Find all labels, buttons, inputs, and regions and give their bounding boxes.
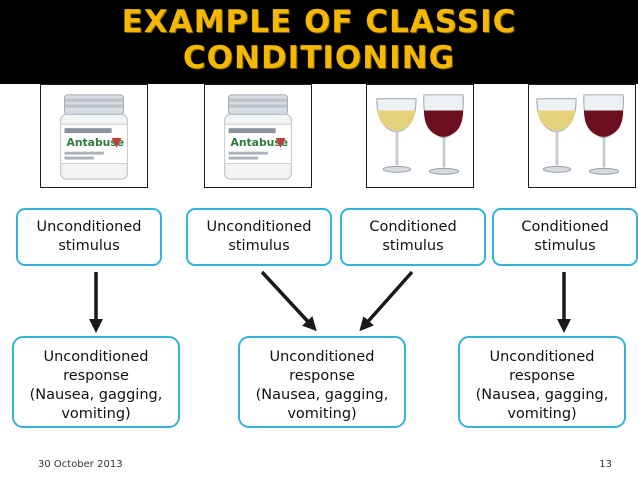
response-box-2-line-1: Unconditioned <box>269 349 375 365</box>
slide-title-line-1: EXAMPLE OF CLASSIC <box>121 4 517 40</box>
slide-title-line-2: CONDITIONING <box>182 40 456 76</box>
response-box-1: Unconditioned response (Nausea, gagging,… <box>12 336 180 428</box>
response-box-3-line-1: Unconditioned <box>489 349 595 365</box>
stimulus-box-3-line-2: stimulus <box>382 238 444 254</box>
response-box-3: Unconditioned response (Nausea, gagging,… <box>458 336 626 428</box>
response-box-2-line-3: (Nausea, gagging, <box>255 387 389 403</box>
response-box-2-line-2: response <box>289 368 355 384</box>
response-box-1-line-1: Unconditioned <box>43 349 149 365</box>
antabuse-bottle-icon: Antabuse <box>224 94 292 180</box>
arrow-diagonal-right <box>260 270 317 332</box>
antabuse-bottle-icon: Antabuse <box>60 94 128 180</box>
slide-page-number: 13 <box>599 459 612 470</box>
response-box-1-line-2: response <box>63 368 129 384</box>
wine-glasses-icon <box>536 94 624 175</box>
arrow-diagonal-left <box>359 270 414 332</box>
response-box-1-line-4: vomiting) <box>61 406 131 422</box>
wine-glasses-image-1 <box>366 84 474 188</box>
stimulus-box-3-line-1: Conditioned <box>369 219 457 235</box>
stimulus-box-4-line-2: stimulus <box>534 238 596 254</box>
bottle-label-text: Antabuse <box>67 136 125 149</box>
title-bar: EXAMPLE OF CLASSIC CONDITIONING <box>0 0 638 84</box>
wine-glasses-image-2 <box>528 84 636 188</box>
response-box-3-line-2: response <box>509 368 575 384</box>
response-box-3-line-3: (Nausea, gagging, <box>475 387 609 403</box>
stimulus-box-1-line-2: stimulus <box>58 238 120 254</box>
stimulus-box-2: Unconditioned stimulus <box>186 208 332 266</box>
slide-date: 30 October 2013 <box>38 459 123 470</box>
stimulus-box-2-line-2: stimulus <box>228 238 290 254</box>
response-box-2-line-4: vomiting) <box>287 406 357 422</box>
antabuse-bottle-image-2: Antabuse <box>204 84 312 188</box>
stimulus-box-4: Conditioned stimulus <box>492 208 638 266</box>
antabuse-bottle-image-1: Antabuse <box>40 84 148 188</box>
response-box-1-line-3: (Nausea, gagging, <box>29 387 163 403</box>
stimulus-box-2-line-1: Unconditioned <box>206 219 312 235</box>
stimulus-box-1: Unconditioned stimulus <box>16 208 162 266</box>
stimulus-box-1-line-1: Unconditioned <box>36 219 142 235</box>
bottle-label-text: Antabuse <box>231 136 288 149</box>
response-box-2: Unconditioned response (Nausea, gagging,… <box>238 336 406 428</box>
stimulus-box-3: Conditioned stimulus <box>340 208 486 266</box>
response-box-3-line-4: vomiting) <box>507 406 577 422</box>
wine-glasses-icon <box>376 94 464 175</box>
stimulus-box-4-line-1: Conditioned <box>521 219 609 235</box>
